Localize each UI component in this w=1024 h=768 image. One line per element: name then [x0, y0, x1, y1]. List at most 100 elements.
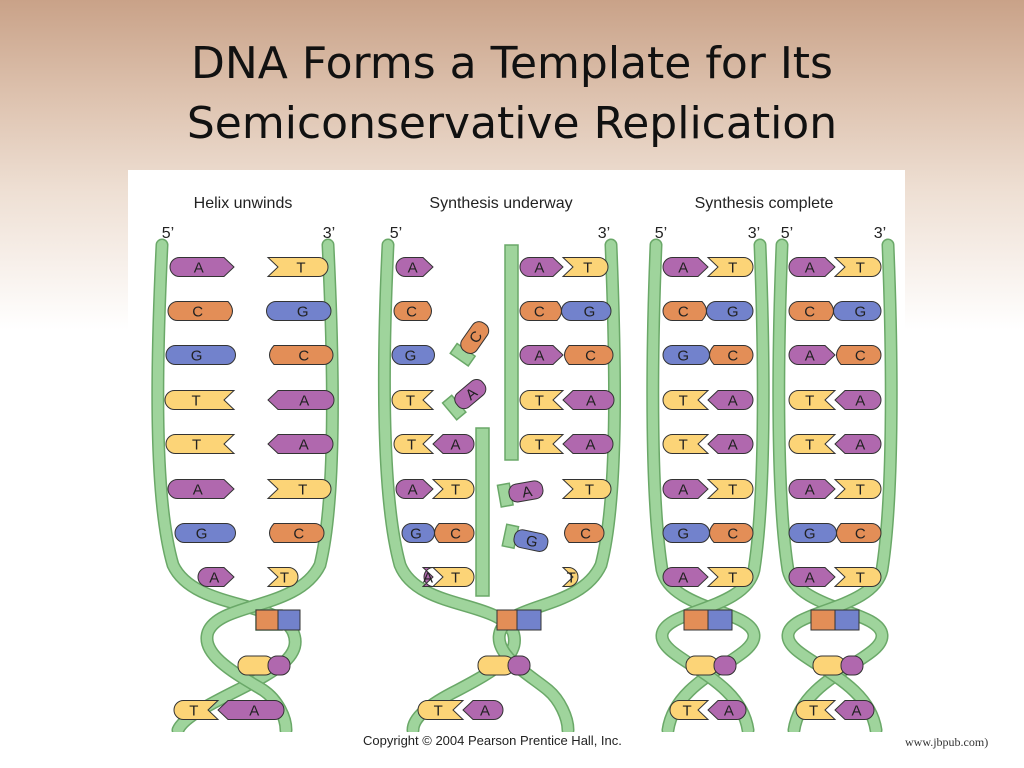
twist-p2-t-bottom: T [417, 700, 465, 720]
publisher-credit: www.jbpub.com) [905, 735, 989, 749]
end-label-3prime: 3’ [598, 225, 610, 242]
base-p2-new-right-1-letter: C [534, 304, 545, 321]
base-p1-right-5-shape [266, 479, 332, 499]
base-p2-template-left-7-shape [421, 567, 434, 587]
base-p3b-right-0-letter: T [856, 260, 865, 277]
base-p3b-left-7: A [788, 567, 836, 587]
base-p3a-right-2-letter: C [727, 348, 738, 365]
base-p2-new-left-6-shape [434, 523, 475, 543]
base-p2-template-right-4-letter: A [585, 437, 595, 454]
base-p3a-right-4-shape [707, 434, 754, 454]
base-p3b-right-4-letter: A [855, 437, 865, 454]
base-p1-left-3-shape [164, 390, 236, 410]
base-p3a-left-5-shape [662, 479, 709, 499]
base-p3b-right-6-letter: C [855, 526, 866, 543]
base-p1-right-0-shape [266, 257, 329, 277]
base-p1-right-4-letter: A [299, 437, 309, 454]
base-p2-template-right-1-letter: G [584, 304, 596, 321]
title-line-2: Semiconservative Replication [186, 98, 838, 149]
title-line-1: DNA Forms a Template for Its [191, 38, 833, 89]
base-p3a-left-6-shape [662, 523, 710, 543]
base-p1-right-7-shape [266, 567, 299, 587]
base-p2-template-right-3-letter: A [586, 393, 596, 410]
base-p3a-left-1-shape [662, 301, 707, 321]
base-p2-new-left-7: T [431, 567, 475, 587]
twist-p3a-a-bottom: A [707, 700, 747, 720]
base-p3a-left-1-letter: C [678, 304, 689, 321]
base-p3b-right-6-shape [836, 523, 882, 543]
base-p1-left-4-shape [165, 434, 236, 454]
new-strand-p2-left [475, 427, 490, 597]
base-p1-left-3-letter: T [191, 393, 200, 410]
end-label-3prime: 3’ [748, 225, 760, 242]
base-p3b-right-3: A [834, 390, 882, 410]
base-p2-new-right-4-shape [519, 434, 565, 454]
twist-p2-a-bottom: A [462, 700, 504, 720]
twist-p3b-c [810, 609, 836, 631]
base-p2-template-right-5-letter: T [585, 482, 594, 499]
base-p2-template-left-4-letter: T [407, 437, 416, 454]
base-p2-template-right-1: G [561, 301, 612, 321]
base-p3a-right-3-shape [707, 390, 754, 410]
strand-p1-right [201, 240, 338, 732]
base-p2-template-left-6: G [401, 523, 435, 543]
base-p3b-left-2-letter: A [805, 348, 815, 365]
base-p1-right-0: T [266, 257, 329, 277]
base-p3a-right-1-shape [706, 301, 754, 321]
base-p1-right-1: G [266, 301, 332, 321]
twist-p1-a-bottom: A [217, 700, 285, 720]
base-p3b-right-4-shape [834, 434, 882, 454]
base-p2-new-right-3-letter: T [535, 393, 544, 410]
twist-p3b-a-bottom: A [834, 700, 875, 720]
base-p2-template-left-5-letter: A [408, 482, 418, 499]
base-p3b-left-5-letter: A [805, 482, 815, 499]
base-p2-template-left-4-shape [393, 434, 435, 454]
base-p2-template-left-3-letter: T [406, 393, 415, 410]
base-p2-new-right-2: A [519, 345, 564, 365]
twist-p2-a-shape [507, 655, 531, 676]
base-p3b-right-1-letter: G [854, 304, 866, 321]
base-p1-left-0: A [169, 257, 235, 277]
base-p2-template-left-2-shape [391, 345, 435, 365]
free-nucleotide-a1-shape [454, 379, 487, 410]
base-p2-new-left-5-shape [431, 479, 475, 499]
base-p2-template-left-1: C [393, 301, 432, 321]
base-p1-left-6-shape [174, 523, 236, 543]
base-p1-right-0-letter: T [296, 260, 305, 277]
base-p3a-left-6: G [662, 523, 710, 543]
base-p2-new-left-7-letter: T [451, 570, 460, 587]
base-p3b-left-2: A [788, 345, 836, 365]
twist-p2-g [516, 609, 542, 631]
base-p3b-right-2-shape [836, 345, 882, 365]
copyright-notice: Copyright © 2004 Pearson Prentice Hall, … [363, 733, 622, 748]
base-p3a-right-1-letter: G [727, 304, 739, 321]
base-p1-right-2-shape [269, 345, 334, 365]
base-p2-new-left-7-shape [431, 567, 475, 587]
twist-p1-t-bottom: T [173, 700, 220, 720]
base-p2-template-left-4: T [393, 434, 435, 454]
twist-p3a-t-bottom-letter: T [683, 703, 692, 720]
base-p2-new-left-6-letter: C [450, 526, 461, 543]
base-p3a-left-1: C [662, 301, 707, 321]
twist-p2-c [496, 609, 520, 631]
base-p3a-right-2: C [709, 345, 754, 365]
base-p2-template-right-3: A [562, 390, 615, 410]
twist-p3b-t-bottom: T [795, 700, 837, 720]
base-p1-left-3: T [164, 390, 236, 410]
base-p2-template-left-1-letter: C [406, 304, 417, 321]
panel-label-synthesis-underway: Synthesis underway [429, 195, 572, 212]
base-p3a-left-0-letter: A [678, 260, 688, 277]
base-p1-left-6-letter: G [196, 526, 208, 543]
base-p3b-right-3-letter: A [855, 393, 865, 410]
base-p3a-right-2-shape [709, 345, 754, 365]
base-p1-right-4: A [267, 434, 334, 454]
base-p1-left-1-letter: C [192, 304, 203, 321]
twist-p3a-g [707, 609, 733, 631]
strand-p2-right [494, 240, 620, 732]
base-p2-template-right-6: C [564, 523, 605, 543]
base-p3b-left-6-shape [788, 523, 837, 543]
twist-p1-a-shape [267, 655, 291, 676]
end-label-3prime: 3’ [874, 225, 886, 242]
